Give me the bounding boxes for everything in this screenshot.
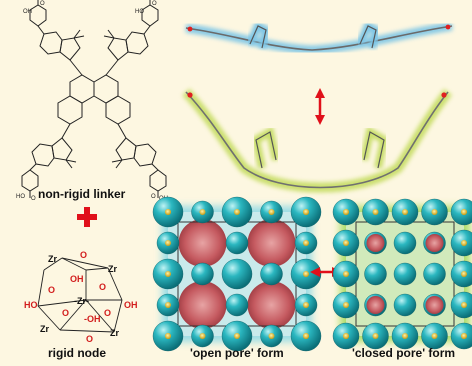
- linker-junction: [431, 209, 438, 215]
- label-oh: OH: [23, 9, 32, 15]
- pore-sphere: [366, 234, 385, 252]
- oxygen-atom: [445, 24, 451, 30]
- linker-junction: [199, 333, 206, 339]
- node-sphere: [393, 262, 417, 286]
- linker-junction: [234, 333, 240, 339]
- node-sphere: [393, 231, 417, 255]
- linker-junction: [303, 333, 309, 339]
- closed-pore-lattice: [332, 198, 472, 350]
- ho-label: HO: [24, 300, 38, 310]
- benzoic-acid-upper-left: [29, 0, 47, 27]
- linker-caption: non-rigid linker: [38, 187, 126, 201]
- linker-junction: [372, 333, 379, 339]
- linker-junction: [165, 302, 171, 308]
- linker-junction: [303, 240, 309, 246]
- pore-sphere: [247, 281, 296, 329]
- pore-sphere: [366, 296, 385, 314]
- o-label: O: [48, 285, 55, 295]
- zr-label: Zr: [110, 328, 119, 338]
- fluorene-lower-left: [29, 137, 77, 171]
- benzoic-acid-upper-right: [141, 0, 159, 27]
- node-sphere: [225, 231, 249, 255]
- linker-junction: [165, 240, 171, 246]
- benzoic-acid-lower-right: [149, 169, 167, 198]
- label-o: O: [31, 196, 36, 202]
- fluorene-lower-right: [111, 137, 159, 171]
- linker-conformer-flat: [185, 20, 453, 55]
- linker-junction: [461, 271, 467, 277]
- open-pore-lattice: [152, 196, 322, 352]
- linker-structure: [21, 0, 167, 198]
- label-o: O: [152, 1, 157, 7]
- pore-sphere: [178, 219, 227, 267]
- linker-junction: [431, 333, 438, 339]
- o-label: O: [99, 282, 106, 292]
- linker-junction: [303, 302, 309, 308]
- label-o: O: [40, 1, 45, 7]
- closed-pore-caption: 'closed pore' form: [352, 346, 456, 360]
- node-structure: [37, 257, 123, 333]
- oh-label: OH: [124, 300, 138, 310]
- pyrene-core: [57, 74, 131, 125]
- linker-junction: [165, 209, 171, 215]
- linker-conformer-bent: [182, 88, 452, 193]
- benzoic-acid-lower-left: [21, 169, 39, 198]
- zr-center-label: -Zr-: [74, 296, 89, 306]
- linker-junction: [199, 209, 206, 215]
- open-pore-caption: 'open pore' form: [190, 346, 284, 360]
- pore-sphere: [178, 281, 227, 329]
- linker-junction: [402, 333, 408, 339]
- node-sphere: [191, 262, 214, 286]
- o-label: O: [80, 250, 87, 260]
- label-o: O: [151, 194, 156, 200]
- linker-junction: [461, 302, 467, 308]
- oh-label: -OH: [84, 314, 101, 324]
- zr-label: Zr: [108, 264, 117, 274]
- linker-junction: [234, 209, 240, 215]
- linker-junction: [461, 209, 467, 215]
- node-sphere: [225, 293, 249, 317]
- linker-junction: [343, 240, 349, 246]
- linker-junction: [343, 333, 349, 339]
- oxygen-atom: [187, 26, 193, 32]
- linker-junction: [303, 271, 309, 277]
- linker-junction: [343, 271, 349, 277]
- linker-junction: [372, 209, 379, 215]
- linker-atom-labels: OH O HO O O HO OH O: [16, 1, 168, 202]
- node-sphere: [221, 258, 253, 290]
- linker-junction: [268, 209, 275, 215]
- linker-junction: [165, 333, 171, 339]
- linker-junction: [461, 240, 467, 246]
- pore-sphere: [247, 219, 296, 267]
- linker-junction: [402, 209, 408, 215]
- label-ho: HO: [16, 194, 25, 200]
- zr-label: Zr: [40, 324, 49, 334]
- o-label: O: [104, 308, 111, 318]
- oh-label: OH: [70, 274, 84, 284]
- node-sphere: [260, 262, 283, 286]
- pore-sphere: [425, 296, 444, 314]
- o-label: O: [86, 334, 93, 344]
- linker-junction: [303, 209, 309, 215]
- linker-junction: [268, 333, 275, 339]
- node-caption: rigid node: [48, 346, 106, 360]
- fluorene-upper-right: [103, 25, 151, 61]
- node-sphere: [423, 262, 446, 286]
- pore-sphere: [425, 234, 444, 252]
- linker-junction: [461, 333, 467, 339]
- zr-label: Zr: [48, 254, 57, 264]
- fluorene-upper-left: [37, 25, 85, 61]
- linker-junction: [343, 209, 349, 215]
- node-sphere: [393, 293, 417, 317]
- linker-junction: [343, 302, 349, 308]
- linker-junction: [165, 271, 171, 277]
- plus-sign: [77, 207, 97, 227]
- o-label: O: [62, 308, 69, 318]
- oxygen-atom: [441, 92, 447, 98]
- node-atom-labels: Zr O Zr OH O O -Zr- HO OH O -OH O Zr Zr …: [24, 250, 138, 344]
- label-ho: HO: [135, 9, 144, 15]
- oxygen-atom: [187, 92, 193, 98]
- node-sphere: [364, 262, 387, 286]
